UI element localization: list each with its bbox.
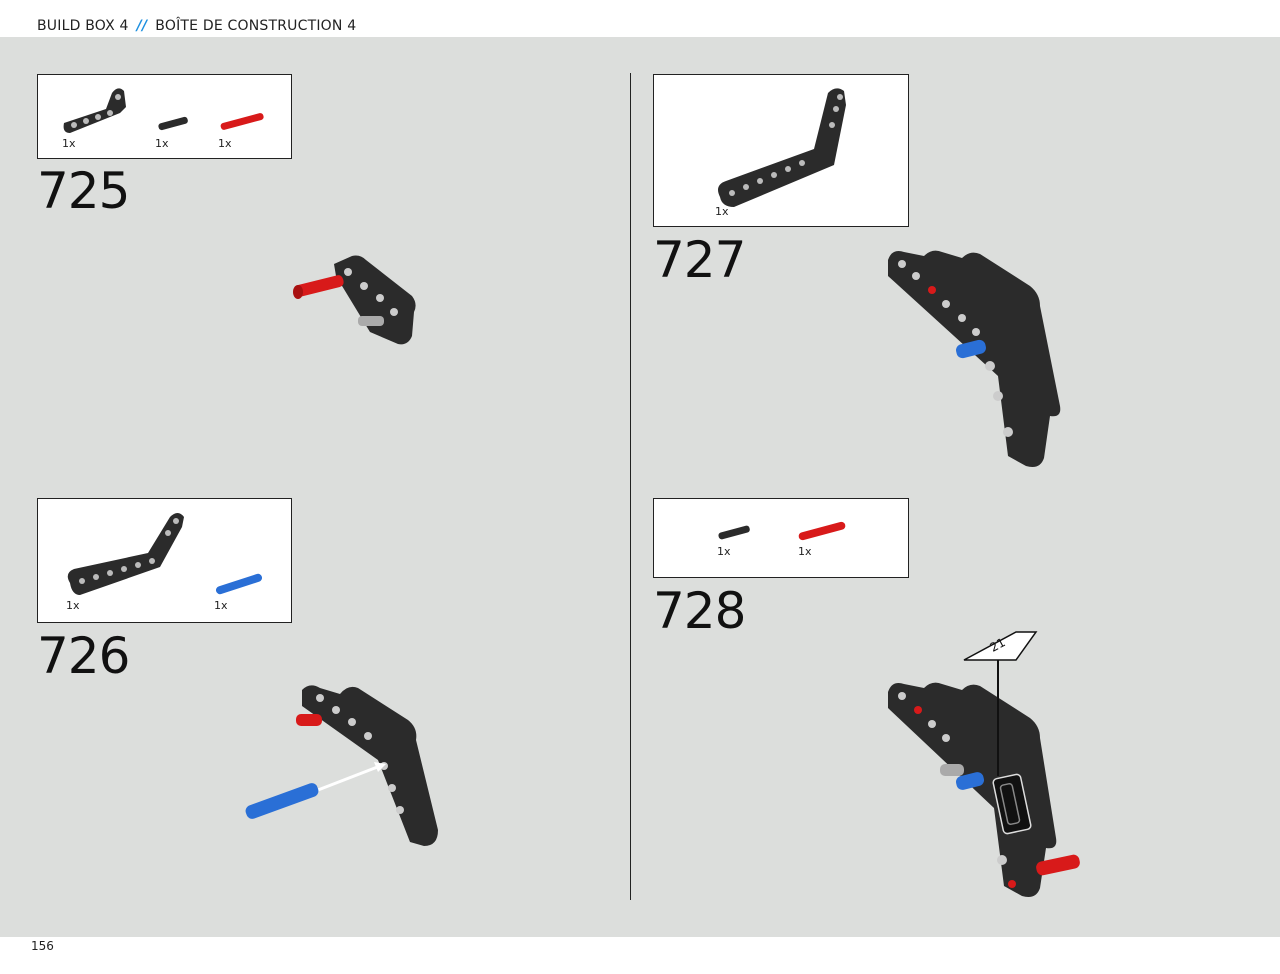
part-qty: 1x [798,545,812,558]
blue-axle-pin-icon [215,573,263,595]
step-number-727: 727 [653,231,746,289]
red-axle-pin-icon [220,113,264,130]
black-bent-beam-icon [718,88,846,207]
instruction-page [0,37,1280,937]
assembly-725-illustration [293,255,416,345]
header-right-title: BOÎTE DE CONSTRUCTION 4 [155,18,357,34]
step-number-728: 728 [653,582,746,640]
part-qty: 1x [155,137,169,150]
black-l-beam-icon [63,88,126,133]
assembly-726-illustration [245,685,438,846]
black-pin-icon [718,525,750,540]
header-separator: // [136,18,148,34]
part-qty: 1x [715,205,729,218]
part-qty: 1x [218,137,232,150]
assembly-727-illustration [888,250,1061,467]
step-number-725: 725 [37,162,130,220]
header-left-title: BUILD BOX 4 [37,18,129,34]
page-header: BUILD BOX 4 // BOÎTE DE CONSTRUCTION 4 [0,0,1280,37]
part-qty: 1x [717,545,731,558]
parts-box-727: 1x [653,74,909,227]
header-title: BUILD BOX 4 // BOÎTE DE CONSTRUCTION 4 [37,18,356,34]
step-number-726: 726 [37,627,130,685]
red-axle-pin-icon [798,521,846,541]
part-qty: 1x [214,599,228,612]
assembly-728-illustration [888,631,1080,897]
column-divider [630,73,631,900]
black-pin-icon [158,116,188,131]
part-qty: 1x [66,599,80,612]
black-bent-beam-icon [67,513,184,595]
parts-box-726: 1x 1x [37,498,292,623]
page-footer [0,937,1280,974]
parts-box-725: 1x 1x 1x [37,74,292,159]
page-number: 156 [31,939,54,953]
parts-box-728: 1x 1x [653,498,909,578]
part-qty: 1x [62,137,76,150]
